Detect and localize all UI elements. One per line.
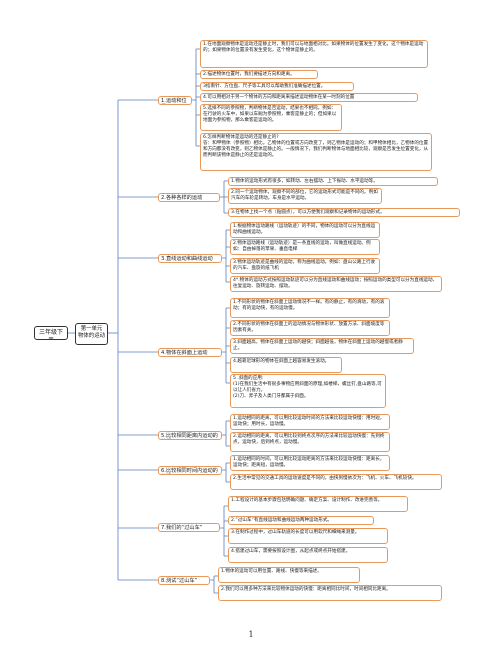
detail-node: 3指南针、方位盘、尺子等工具可以帮助我们准确描述位置。 — [200, 82, 354, 91]
detail-node: 5.选择不同的参照物，判断物体是否运动，结果也不相同。例如：在行驶的火车中，如果… — [200, 104, 342, 131]
lesson-2-node[interactable]: 2.各种各样的运动 — [158, 193, 220, 202]
detail-node: 5 .斜面的应用: (1)在我们生活中有很多事物应用斜面的原理,如楼梯，螺丝钉,… — [230, 374, 386, 408]
lesson-7-node[interactable]: 7.我们的“过山车” — [158, 523, 220, 532]
detail-node: 2.“过山车”有直线运动和曲线运动两种运动形式。 — [228, 516, 374, 525]
detail-node: 6.怎样判断物体是运动的还是静止的? 答：和甲物体（参照物）相比，乙物体的位置或… — [200, 133, 432, 171]
page-number: 1 — [248, 630, 254, 639]
detail-node: 1.运动相同的距离，可以用比较运动时间的方法来比较运动快慢：用时短，运动快；用时… — [230, 414, 390, 430]
detail-node: 1.根据物体运动路线（运动轨迹）的不同，物体的运动可以分为直线运动和曲线运动。 — [230, 222, 380, 238]
detail-node: 3.在物体上找一个点（贴圆点），可以方便我们观察和记录物体的运动形式。 — [228, 208, 460, 217]
lesson-3-node[interactable]: 3.直线运动和曲线运动 — [158, 254, 222, 263]
detail-node: 4.可以用相对于另一个物体的方向和距离来描述运动物体在某一时刻的位置 — [200, 93, 418, 102]
detail-node: 1.工程设计的基本步骤包括明确问题、确定方案、设计制作、改进完善等。 — [228, 496, 408, 512]
detail-node: 4.搭建过山车，需要按照设计图，从起点或终点开始搭建。 — [228, 547, 388, 563]
detail-node: 2.运动相同的距离，可以用比较到终点次序的方法来比较运动快慢：先到终点，运动快，… — [230, 432, 390, 452]
detail-node: 2.生活中常见的交通工具的运动速度是不同的，由快到慢依次为：飞机、火车、飞机较快… — [230, 474, 442, 490]
lesson-4-node[interactable]: 4.物体在斜面上运动 — [158, 348, 222, 357]
detail-node: 3.物体运动轨迹是曲线的运动，称为曲线运动。例如：盘山公路上行驶的汽车、盘旋的纸… — [230, 258, 380, 274]
detail-node: 1.在地面观察物体是运动还是静止时，我们可以与地面相对比。如果物体的位置发生了变… — [200, 40, 428, 68]
detail-node: 4.越靠近球形的物体在斜面上越容易发生滚动。 — [230, 357, 342, 373]
detail-node: 3.斜面越高，物体在斜面上运动的越快；斜面越低，物体在斜面上运动的越慢或者静止。 — [230, 338, 414, 354]
detail-node: 1.物体的运动可以用位置、路线、快慢等来描述。 — [218, 567, 360, 583]
detail-node: 2.不同形状的物体在斜面上的运动情况与物体形状、放置方法、斜面坡度等因素有关。 — [230, 320, 390, 336]
detail-node: 1.不同形状的物体在斜面上运动情况不一样。有的静止，有的滑动，有的滚动；有的运动… — [230, 298, 390, 318]
detail-node: 2.物体运动路线（运动轨迹）是一条直线的运动，叫做直线运动。例如：自由掉落的苹果… — [230, 239, 380, 255]
detail-node: 2.我们可以用多种方法来比较物体运动的快慢：距离相同比时间，时间相同比距离。 — [218, 585, 442, 601]
detail-node: 4*.物体的运动方式按照运动轨迹可以分为直线运动和曲线运动；按照运动的类型可以分… — [230, 276, 442, 292]
lesson-6-node[interactable]: 6.比较相同时间内运动的快慢 — [158, 466, 222, 475]
lesson-5-node[interactable]: 5.比较相同距离内运动的快慢 — [158, 431, 222, 440]
root-node[interactable]: 三年级下册 — [34, 326, 68, 340]
lesson-8-node[interactable]: 8.测试“过山车” — [158, 576, 210, 585]
detail-node: 1.运动相同的时间，可以用比较运动距离的方法来比较运动快慢：距离长，运动快；距离… — [230, 455, 390, 471]
lesson-1-node[interactable]: 1.运动和位置 — [158, 96, 192, 105]
detail-node: 3.在制作过程中，过山车轨道的长度可以用软尺和细绳来测量。 — [228, 528, 388, 544]
detail-node: 1.物体的运动形式有很多，如转动、左右摆动、上下振动、水平运动等。 — [228, 177, 438, 186]
unit-node[interactable]: 第一单元 物体的运动 — [75, 323, 108, 345]
detail-node: 2.同一个运动物体，观察不同的部位，它的运动形式可能是不同的。例如汽车的车轮是转… — [228, 188, 382, 204]
detail-node: 2.描述物体位置时，我们要描述方向和距离。 — [200, 70, 318, 79]
